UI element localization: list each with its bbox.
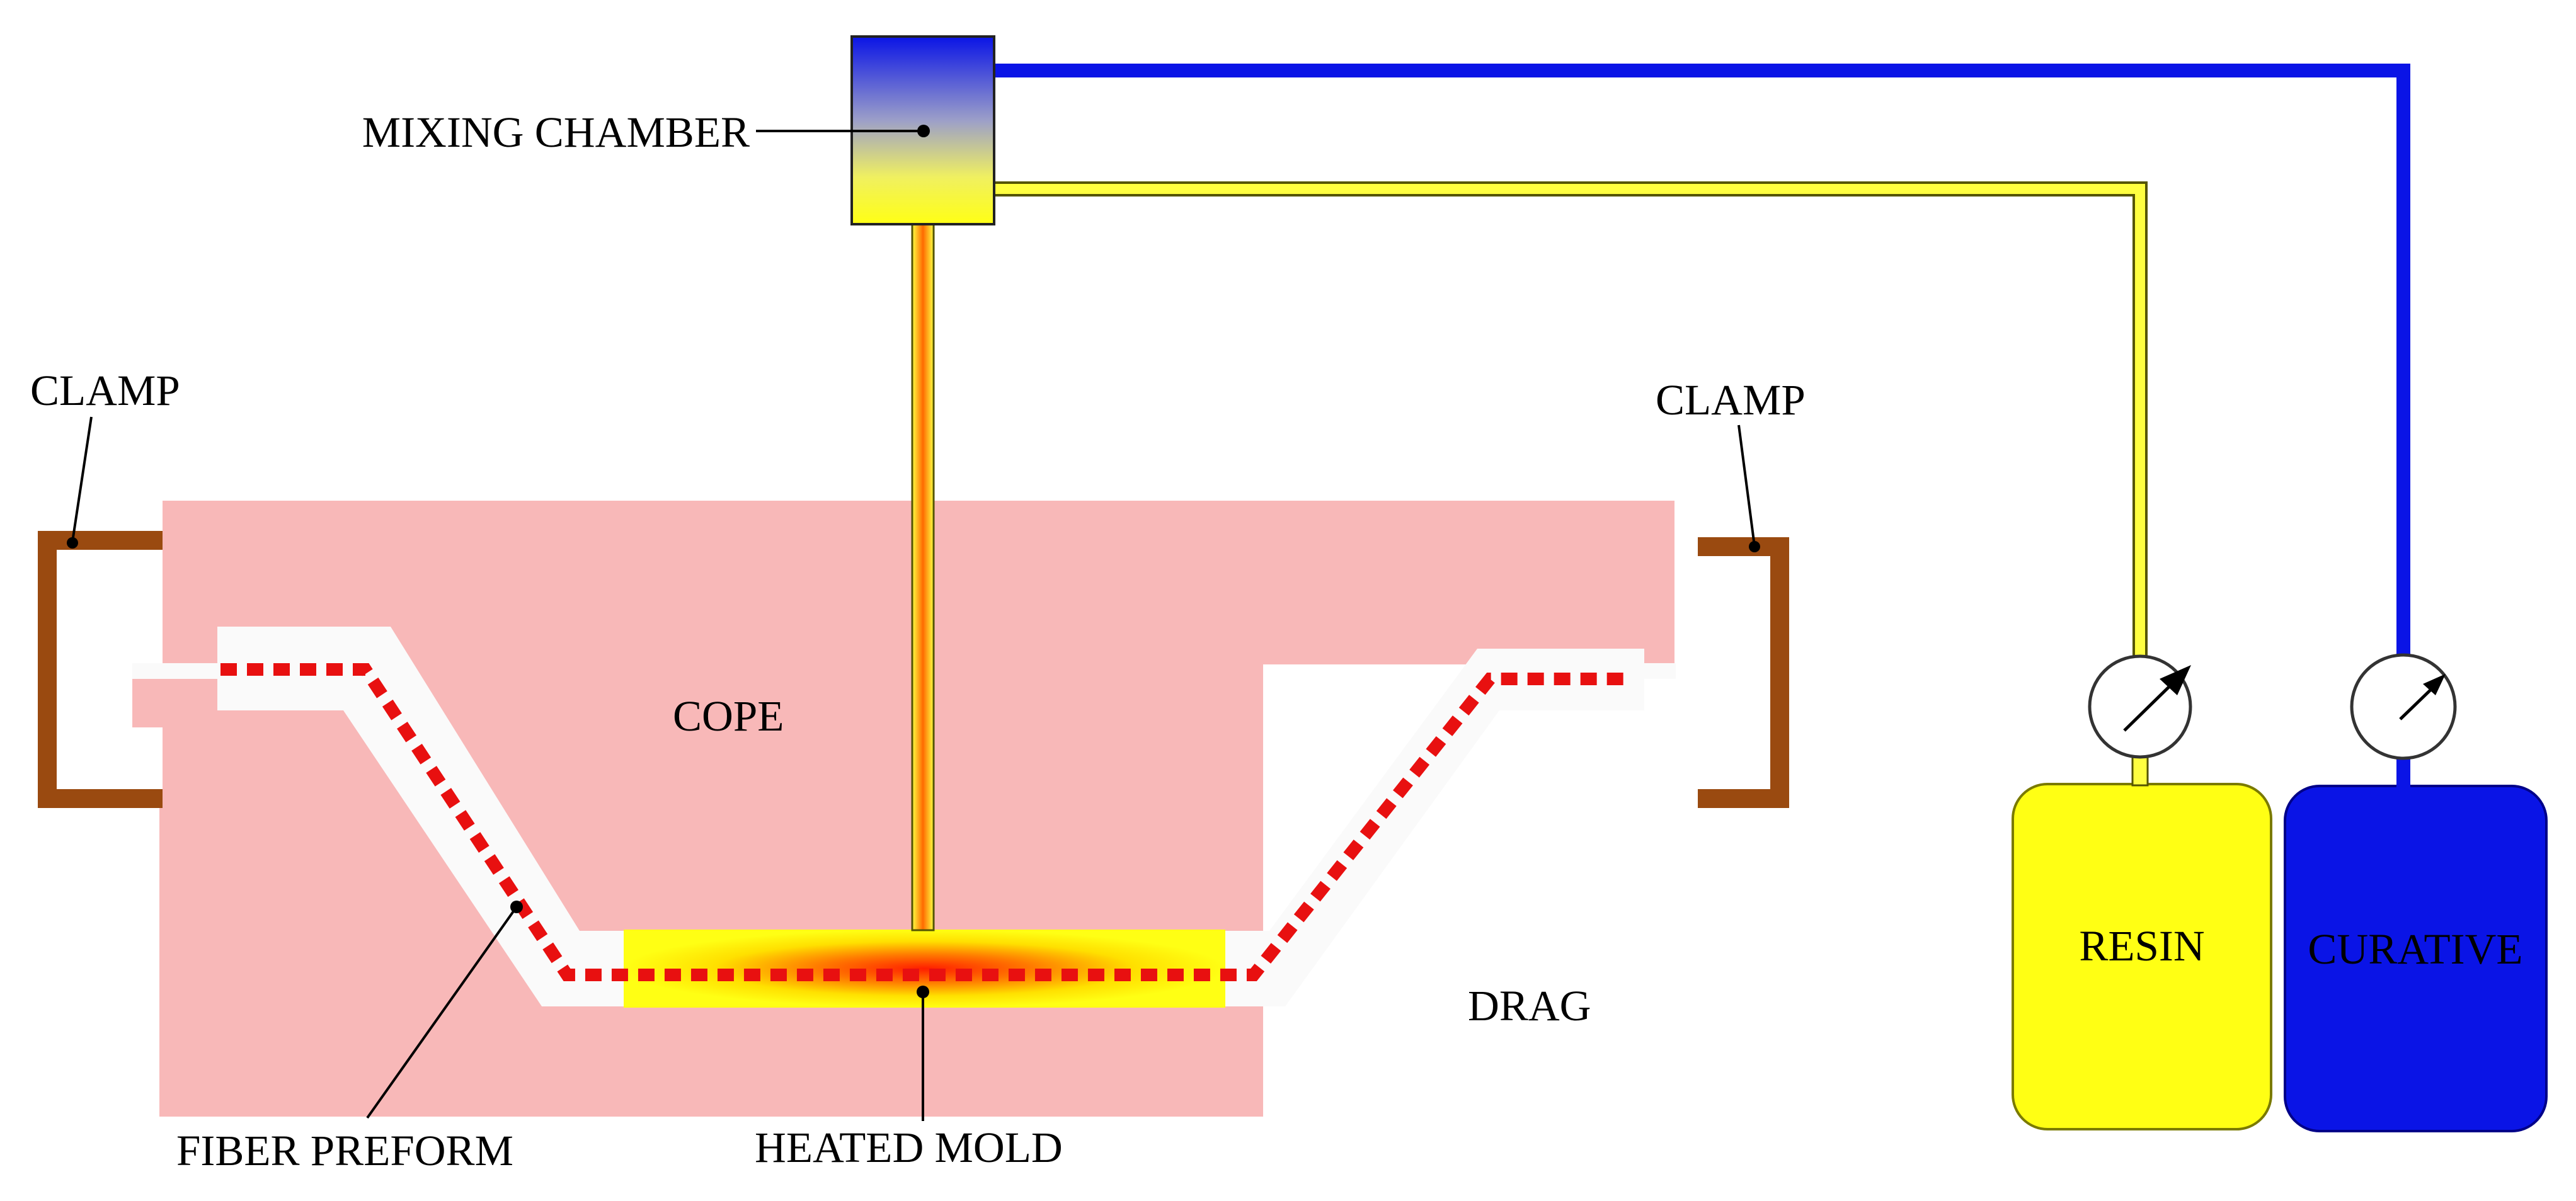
pressure-gauge-icon xyxy=(2350,653,2457,760)
fiber-preform xyxy=(220,663,1632,981)
label-heated-mold: HEATED MOLD xyxy=(755,1124,1063,1171)
curative-tank-assembly xyxy=(2284,653,2548,1132)
leader-lines xyxy=(67,125,1760,1121)
clamp-notch-bottom-left xyxy=(132,727,163,790)
pressure-gauge-icon xyxy=(2088,654,2192,759)
clamp-right xyxy=(1698,537,1789,808)
label-fiber-preform: FIBER PREFORM xyxy=(176,1127,513,1175)
label-curative: CURATIVE xyxy=(2308,925,2522,973)
resin-feed-line xyxy=(995,181,2148,686)
label-mixing-chamber: MIXING CHAMBER xyxy=(362,108,750,156)
curative-feed-line xyxy=(995,64,2410,686)
label-resin: RESIN xyxy=(2079,922,2204,970)
injection-pipe xyxy=(911,222,935,931)
label-drag: DRAG xyxy=(1468,982,1591,1030)
label-cope: COPE xyxy=(673,692,784,740)
label-clamp-left: CLAMP xyxy=(30,367,180,414)
curative-tank xyxy=(2284,785,2548,1132)
mold-cope xyxy=(132,501,1674,1117)
resin-tank-assembly xyxy=(2012,654,2272,1130)
clamp-left xyxy=(38,531,163,808)
label-clamp-right: CLAMP xyxy=(1656,376,1806,424)
